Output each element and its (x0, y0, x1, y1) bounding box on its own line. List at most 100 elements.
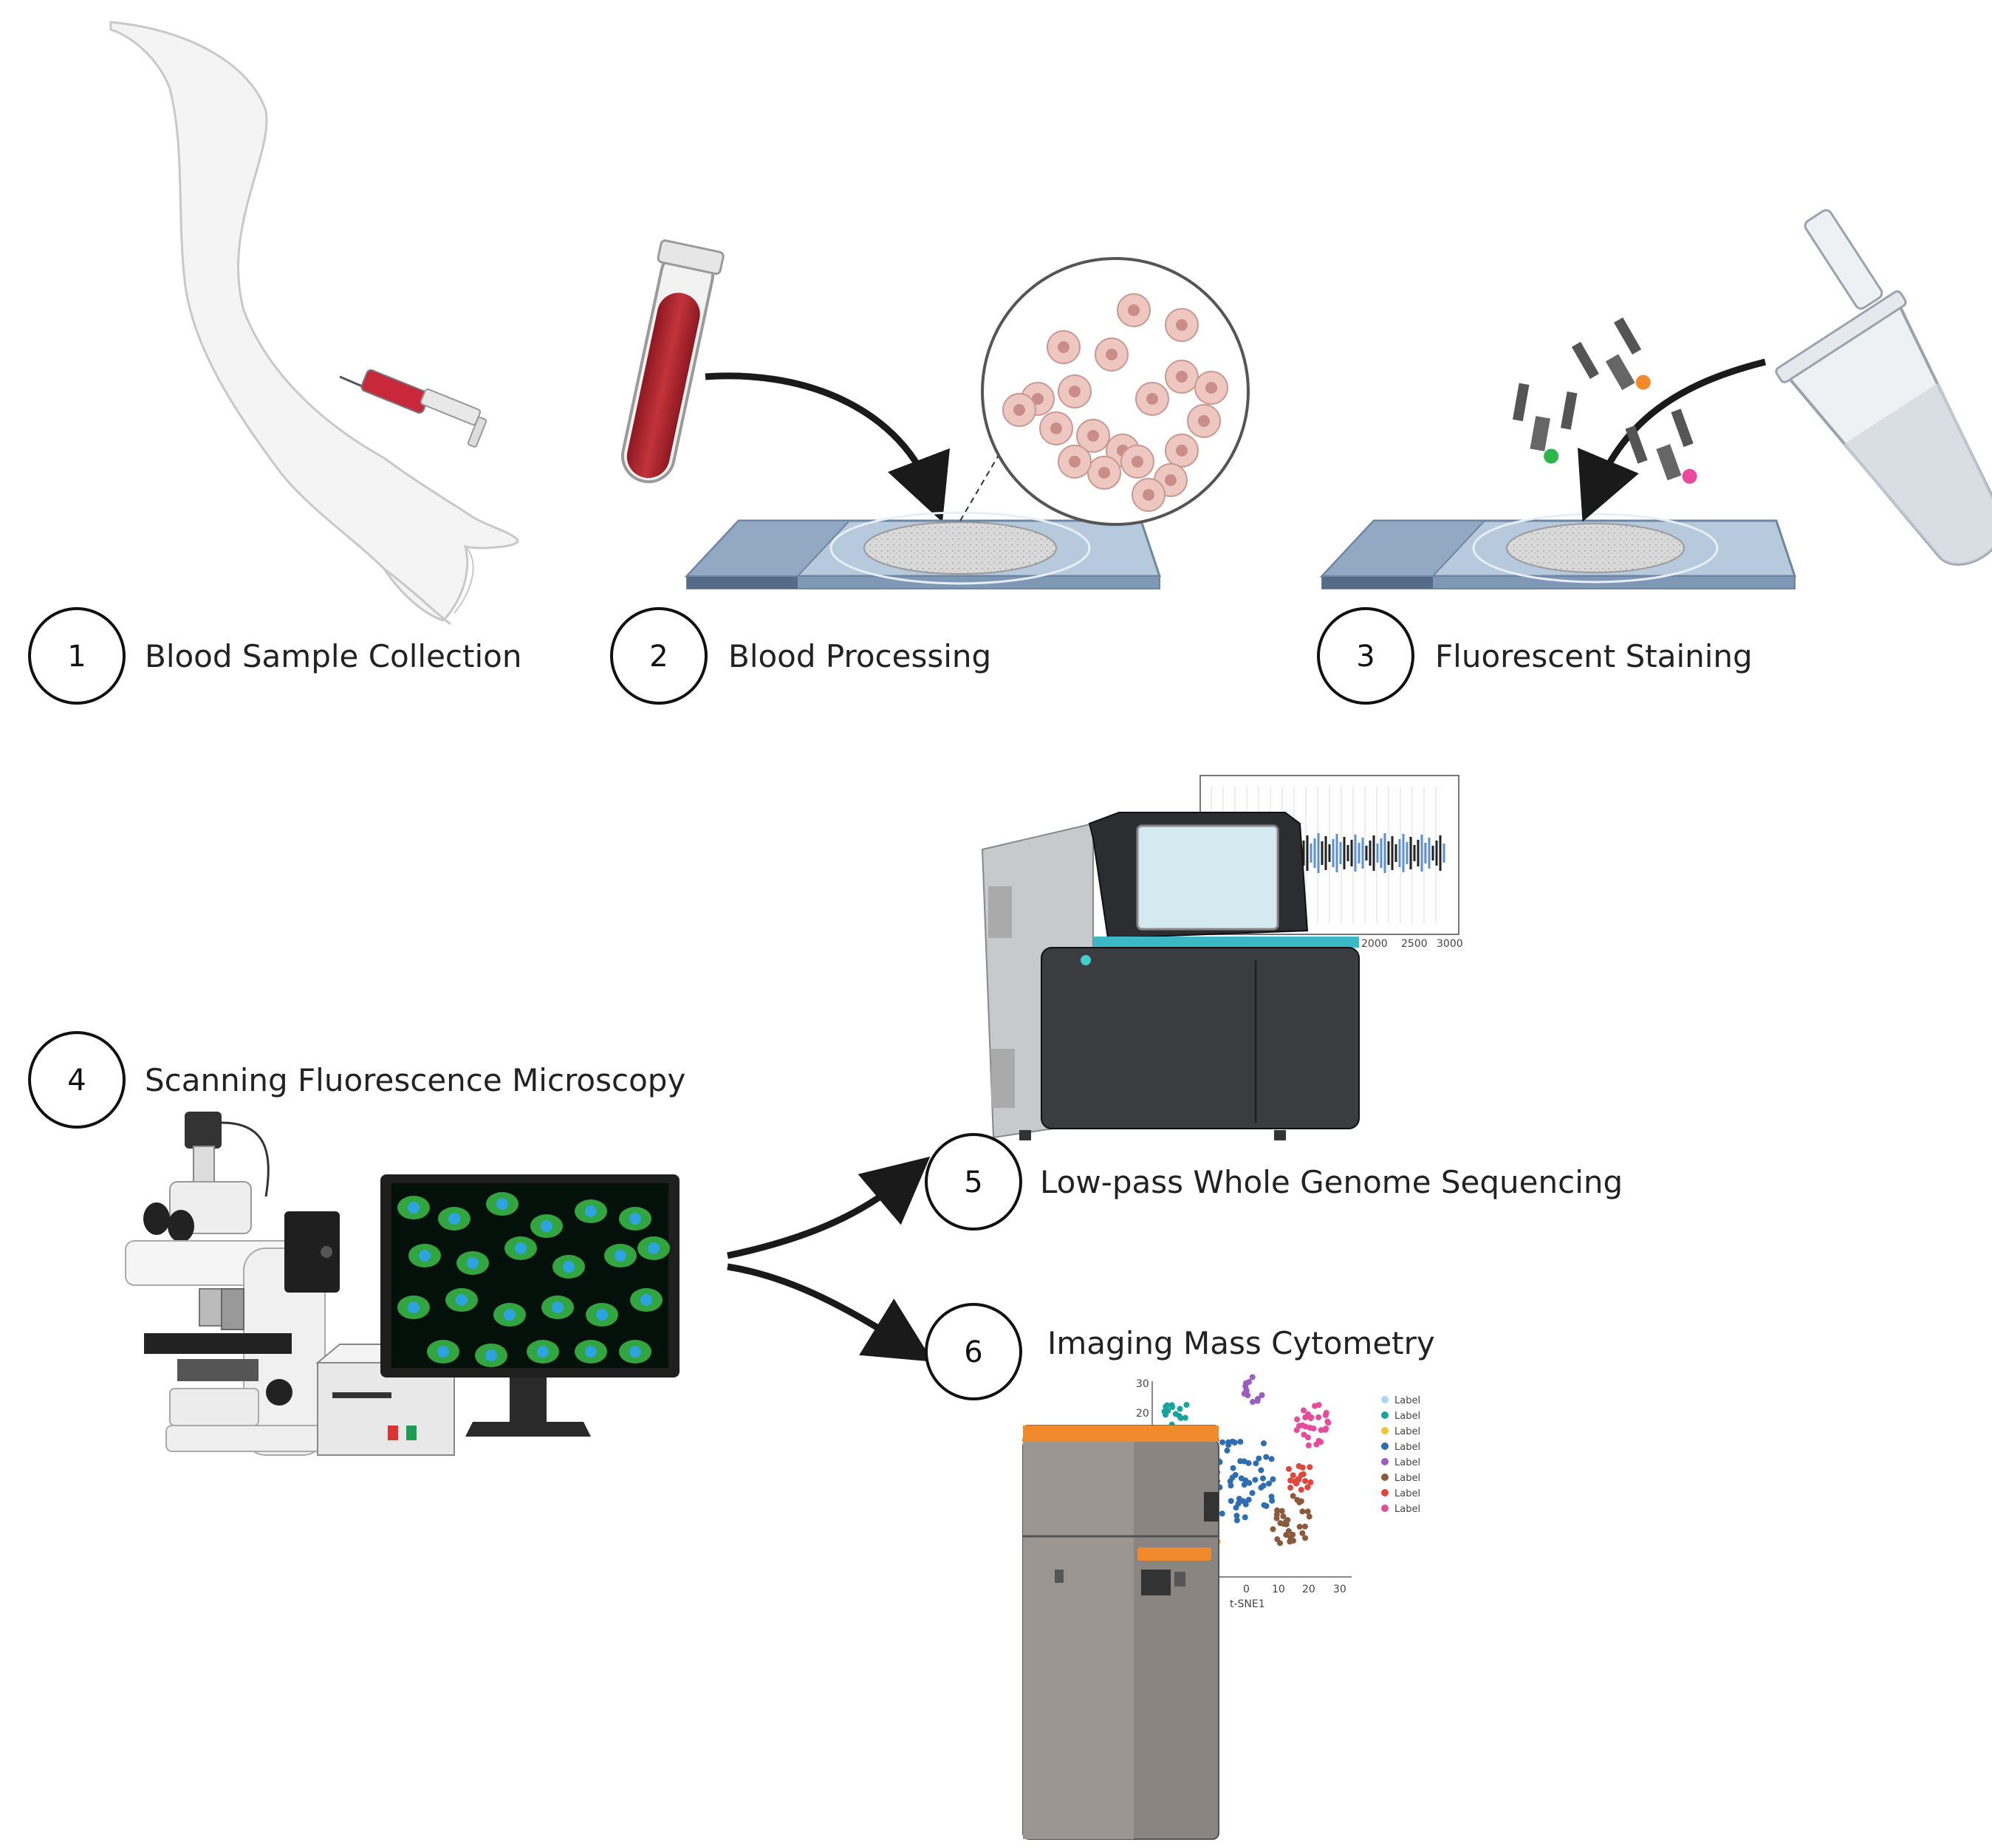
cell-nucleus (467, 1257, 479, 1269)
tsne-point (1298, 1472, 1304, 1479)
tsne-point (1304, 1484, 1311, 1491)
tsne-point (1249, 1374, 1256, 1380)
tsne-point (1237, 1438, 1244, 1445)
antibody-icon (1625, 408, 1697, 484)
cell-nucleus (1058, 341, 1069, 353)
tsne-xtick-30: 30 (1333, 1584, 1346, 1595)
tsne-point (1315, 1414, 1322, 1420)
cell-nucleus (629, 1346, 641, 1358)
cell-nucleus (456, 1294, 468, 1306)
cell-nucleus (1176, 371, 1188, 383)
legend-label: Label (1394, 1488, 1420, 1499)
tsne-point (1290, 1493, 1296, 1499)
tsne-point (1274, 1507, 1281, 1513)
tsne-point (1305, 1442, 1312, 1448)
tsne-point (1310, 1426, 1317, 1432)
step-6-number: 6 (964, 1335, 982, 1369)
cell-nucleus (1087, 430, 1099, 442)
cell-nucleus (1205, 382, 1217, 394)
step-4-badge: 4 (28, 1031, 126, 1129)
tsne-point (1268, 1456, 1275, 1462)
tsne-point (1263, 1503, 1270, 1510)
step-3-badge: 3 (1317, 607, 1414, 705)
arm-illustration (109, 21, 519, 626)
tsne-point (1233, 1513, 1240, 1519)
tsne-point (1259, 1475, 1266, 1482)
cell-nucleus (537, 1346, 549, 1358)
cytometer-illustration (1021, 1425, 1220, 1840)
antibody-arm (1625, 425, 1648, 464)
tsne-point (1299, 1508, 1306, 1515)
legend-label: Label (1394, 1504, 1420, 1515)
tsne-point (1231, 1440, 1238, 1446)
tsne-point (1238, 1475, 1245, 1482)
tsne-point (1268, 1493, 1275, 1500)
tsne-point (1296, 1524, 1303, 1530)
tsne-point (1253, 1460, 1259, 1467)
tsne-point (1219, 1510, 1225, 1517)
tsne-point (1283, 1532, 1290, 1539)
tsne-point (1313, 1441, 1320, 1448)
tsne-point (1277, 1520, 1284, 1527)
tsne-xtick-20: 20 (1302, 1584, 1315, 1595)
tsne-point (1172, 1411, 1179, 1417)
legend-label: Label (1394, 1411, 1420, 1422)
cell-nucleus (1143, 489, 1154, 501)
fluorophore (1635, 374, 1651, 390)
tsne-point (1183, 1402, 1190, 1409)
tsne-point (1259, 1392, 1265, 1398)
step-5-number: 5 (964, 1166, 982, 1200)
legend-swatch (1381, 1443, 1389, 1450)
step-1-badge: 1 (28, 607, 126, 705)
tsne-point (1249, 1490, 1256, 1496)
syringe-illustration (339, 369, 487, 448)
tsne-point (1177, 1414, 1184, 1421)
step-6-badge: 6 (925, 1303, 1022, 1400)
cell-nucleus (552, 1301, 564, 1313)
step-3-number: 3 (1356, 640, 1375, 674)
tsne-point (1318, 1427, 1324, 1434)
cell-nucleus (1069, 456, 1081, 468)
step-4-number: 4 (67, 1064, 86, 1098)
tsne-point (1233, 1517, 1240, 1524)
cell-nucleus (515, 1242, 527, 1254)
step-5-badge: 5 (925, 1133, 1022, 1231)
arrow-tube-to-slide-stain (1578, 358, 1767, 522)
cell-nucleus (1132, 456, 1143, 468)
tsne-point (1243, 1386, 1250, 1393)
legend-label: Label (1394, 1457, 1420, 1468)
antibody-stem (1656, 444, 1682, 481)
cell-nucleus (448, 1213, 460, 1225)
step-2-number: 2 (649, 640, 668, 674)
step-6-label: Imaging Mass Cytometry (1047, 1325, 1435, 1361)
tsne-point (1245, 1496, 1252, 1503)
cell-nucleus (1128, 304, 1140, 316)
tsne-point (1228, 1498, 1234, 1505)
tsne-point (1307, 1479, 1314, 1485)
blood-tube (620, 239, 725, 484)
cell-nucleus (1069, 386, 1081, 397)
step-1-label: Blood Sample Collection (145, 638, 521, 674)
legend-swatch (1381, 1396, 1389, 1403)
tsne-point (1260, 1440, 1267, 1447)
tsne-point (1296, 1499, 1303, 1506)
tsne-ytick-20: 20 (1136, 1408, 1149, 1420)
tsne-point (1301, 1523, 1308, 1530)
tsne-point (1290, 1537, 1296, 1544)
tsne-point (1308, 1414, 1315, 1420)
legend-label: Label (1394, 1442, 1420, 1453)
legend-swatch (1381, 1458, 1389, 1465)
antibody-icon (1513, 383, 1578, 464)
tsne-point (1182, 1414, 1188, 1421)
genome-tick-3: 2500 (1401, 938, 1428, 950)
cell-nucleus (640, 1294, 652, 1306)
arrow-to-cytometry (727, 1263, 934, 1362)
tsne-point (1299, 1530, 1306, 1536)
arrow-to-sequencing (727, 1156, 931, 1259)
antibody-arm (1561, 391, 1578, 430)
tsne-point (1250, 1399, 1256, 1406)
tsne-point (1242, 1514, 1248, 1521)
tsne-point (1306, 1513, 1312, 1520)
cell-nucleus (1106, 349, 1117, 360)
